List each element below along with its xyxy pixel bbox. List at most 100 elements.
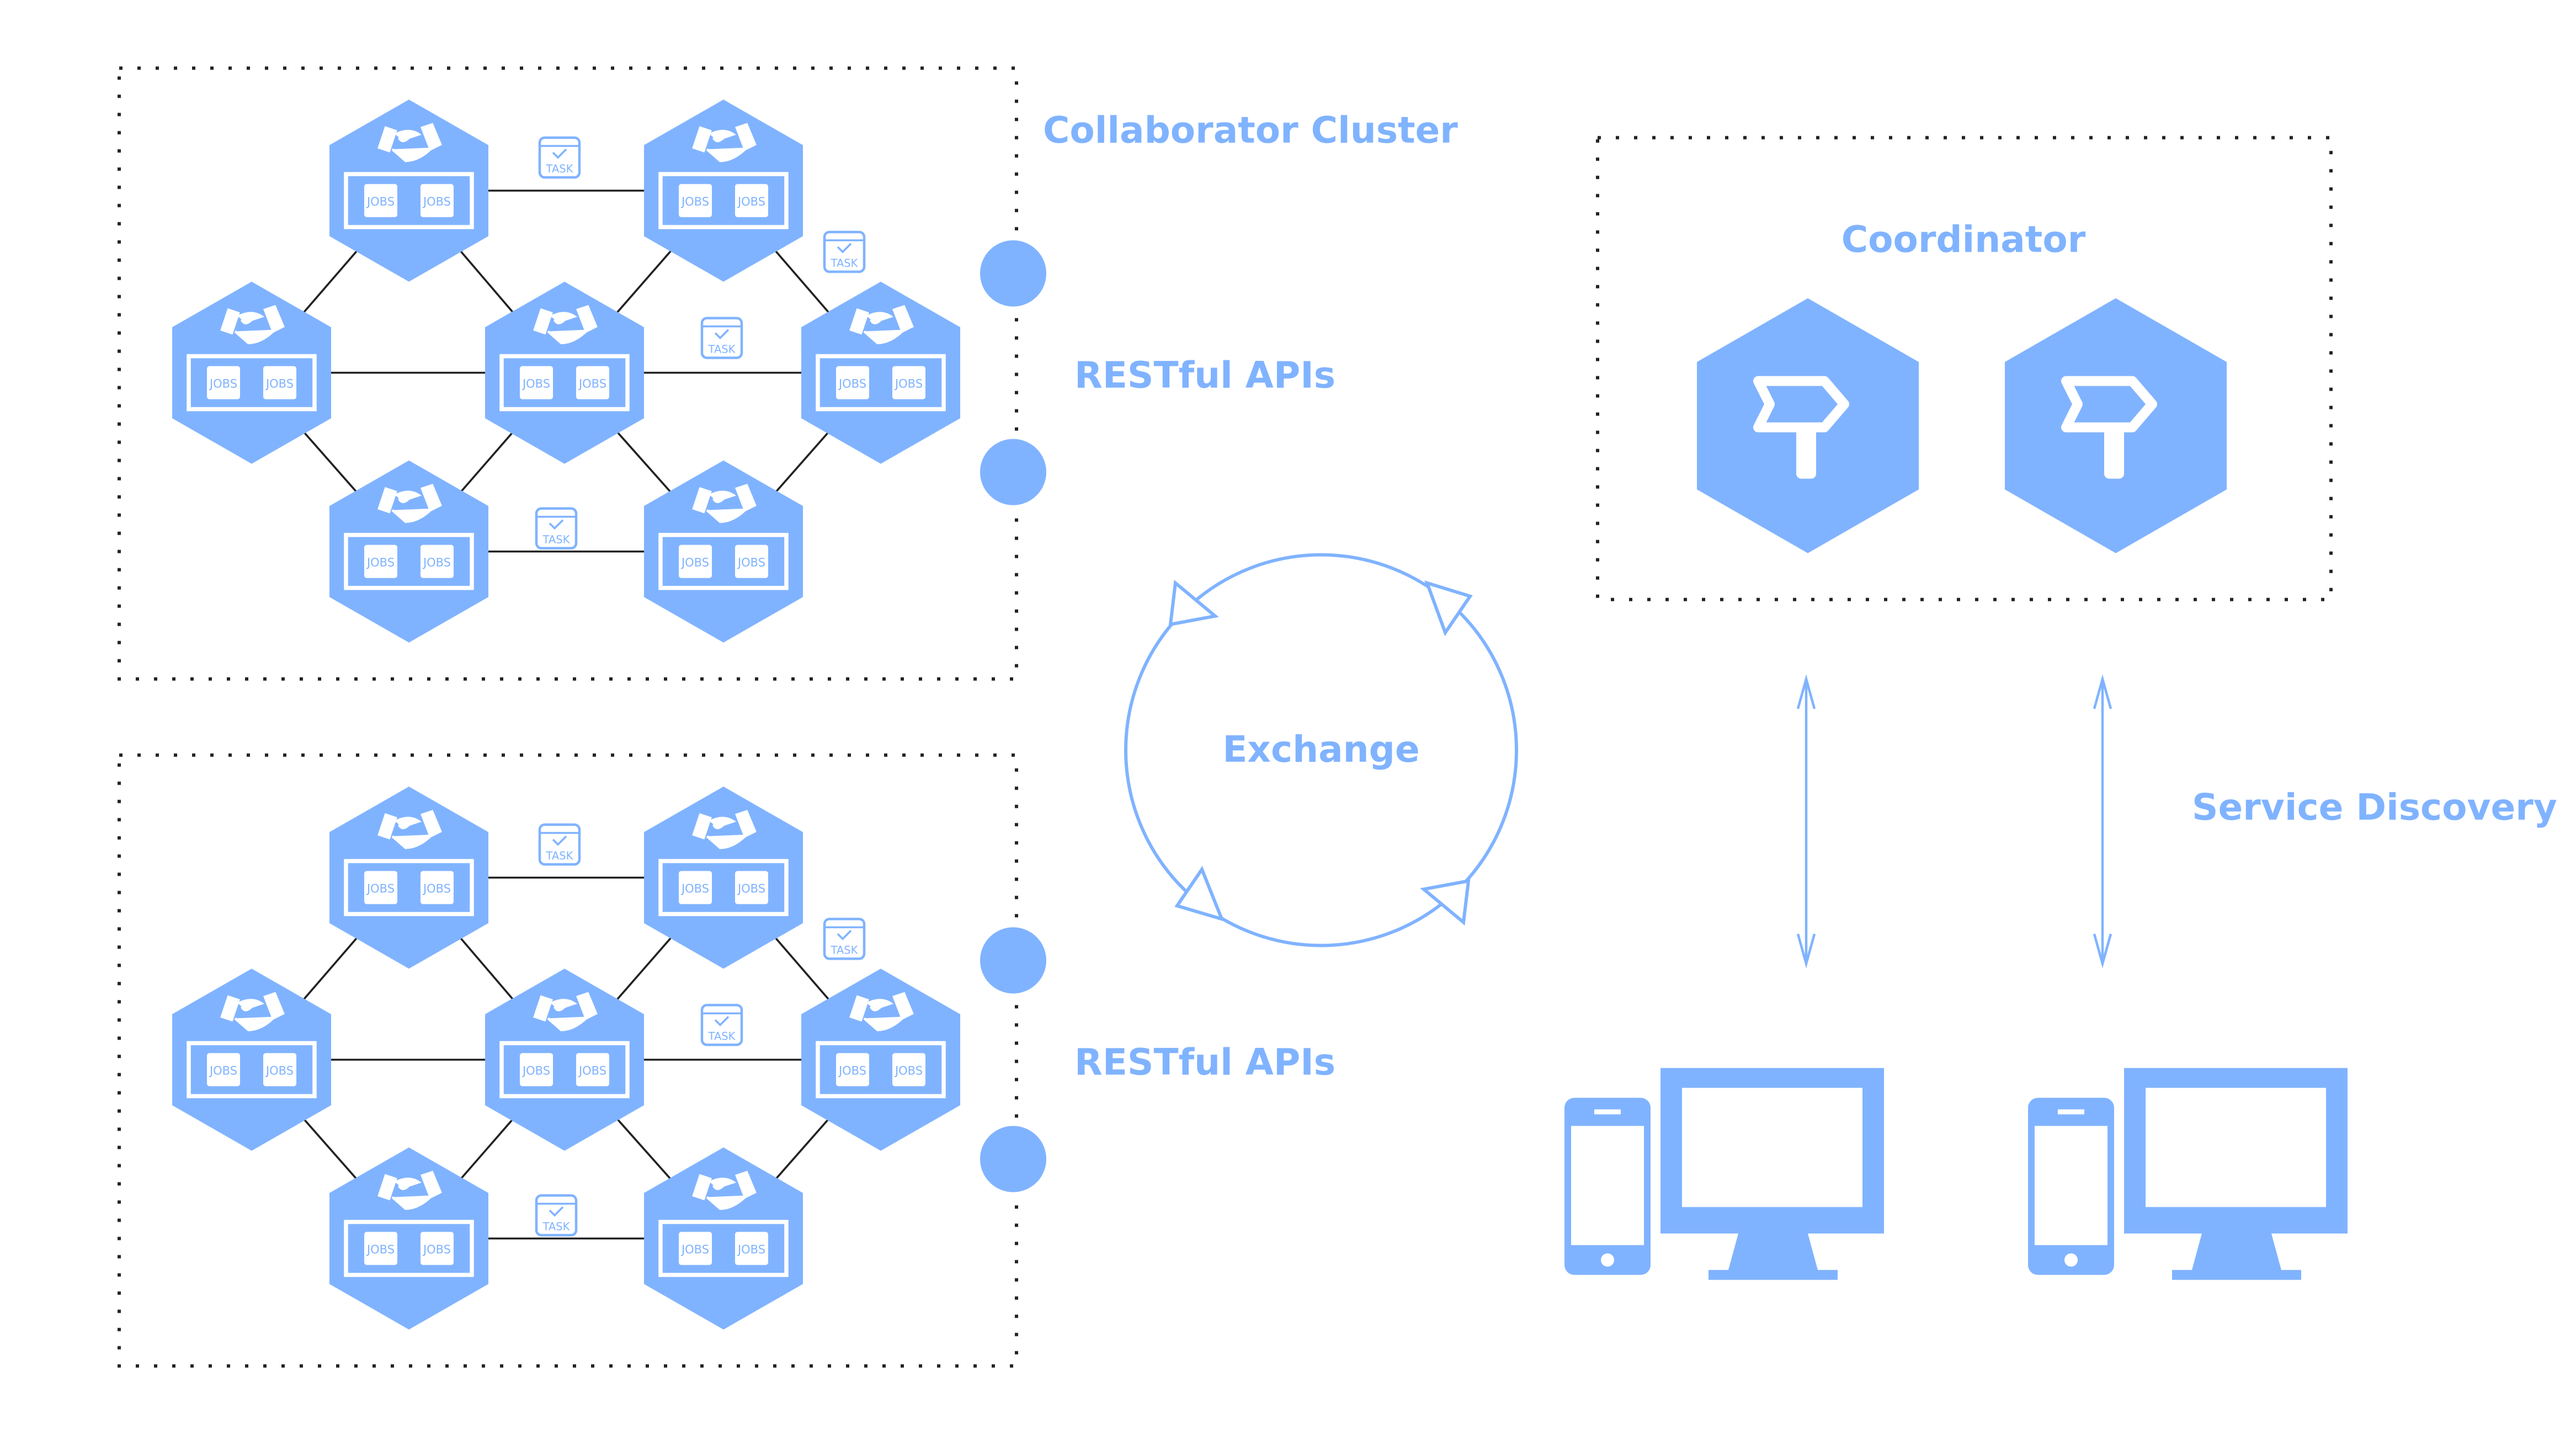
handshake-icon — [377, 809, 442, 849]
task-label: TASK — [546, 163, 574, 175]
handshake-shape — [377, 809, 442, 849]
monitor-screen — [1682, 1088, 1862, 1207]
jobs-label: JOBS — [838, 377, 866, 391]
node-hexagon — [329, 786, 488, 969]
task-label: TASK — [708, 1030, 736, 1043]
jobs-label: JOBS — [366, 556, 395, 569]
handshake-shape — [220, 305, 285, 344]
jobs-panel — [499, 354, 630, 412]
handshake-shape — [692, 1170, 757, 1210]
node-hexagon — [329, 99, 488, 282]
signpost-icon — [2061, 376, 2157, 479]
phone-speaker — [1594, 1109, 1621, 1115]
task-label: TASK — [542, 1221, 571, 1233]
coordinator-box — [1596, 136, 2333, 601]
exchange-circle — [1124, 553, 1518, 947]
jobs-label: JOBS — [737, 1243, 765, 1256]
task-calendar-icon: TASK — [700, 1004, 743, 1046]
handshake-shape — [533, 992, 598, 1031]
check-icon — [549, 1206, 564, 1217]
task-label: TASK — [708, 343, 736, 356]
phone-speaker — [2058, 1109, 2084, 1115]
phone-icon — [2028, 1098, 2114, 1275]
node-hexagon — [329, 460, 488, 643]
service-discovery-label: Service Discovery — [2192, 786, 2557, 829]
task-calendar-icon: TASK — [823, 231, 866, 273]
api-endpoint-dot[interactable] — [980, 1126, 1046, 1192]
check-icon — [552, 835, 567, 846]
task-calendar-icon: TASK — [700, 317, 743, 359]
node-hexagon — [644, 1147, 803, 1330]
arrowhead-icon — [2093, 674, 2112, 968]
coordinator-node — [1697, 298, 1919, 553]
jobs-label: JOBS — [680, 1243, 709, 1256]
arrowhead-icon — [1796, 674, 1816, 968]
phone-screen — [1571, 1126, 1644, 1245]
handshake-icon — [849, 992, 914, 1031]
api-endpoint-dot[interactable] — [980, 927, 1046, 994]
jobs-label: JOBS — [578, 1064, 606, 1078]
handshake-shape — [849, 305, 914, 344]
api-endpoint-dot[interactable] — [980, 240, 1046, 307]
client-devices — [2028, 1068, 2348, 1280]
node-hexagon — [644, 786, 803, 969]
jobs-note-icon — [735, 871, 768, 904]
handshake-icon — [377, 483, 442, 523]
handshake-shape — [692, 122, 757, 162]
handshake-icon — [220, 992, 285, 1031]
jobs-note-icon — [892, 366, 925, 399]
cycle-arrow-icon — [1424, 580, 1473, 637]
task-calendar-icon: TASK — [535, 1194, 578, 1237]
jobs-note-icon — [576, 1053, 609, 1086]
jobs-label: JOBS — [422, 556, 451, 569]
jobs-label: JOBS — [737, 195, 765, 209]
exchange-cycle — [1124, 553, 1518, 947]
node-hexagon — [644, 460, 803, 643]
collaborator-node: JOBS JOBS — [644, 1147, 803, 1330]
jobs-note-icon — [421, 184, 454, 217]
collaborator-cluster-label: Collaborator Cluster — [1043, 109, 1458, 152]
handshake-shape — [377, 1170, 442, 1210]
jobs-note-icon — [207, 1053, 240, 1086]
jobs-label: JOBS — [366, 195, 395, 209]
collaborator-node: JOBS JOBS — [485, 968, 644, 1151]
task-calendar-icon: TASK — [538, 823, 581, 866]
jobs-note-icon — [576, 366, 609, 399]
phone-screen — [2035, 1126, 2107, 1245]
handshake-icon — [692, 483, 757, 523]
handshake-shape — [533, 305, 598, 344]
api-endpoint-dot[interactable] — [980, 439, 1046, 505]
calendar-frame — [823, 918, 866, 960]
jobs-note-icon — [520, 1053, 553, 1086]
node-hexagon — [485, 968, 644, 1151]
jobs-panel — [187, 1041, 317, 1099]
exchange-label: Exchange — [1222, 728, 1419, 771]
handshake-icon — [377, 1170, 442, 1210]
jobs-note-icon — [520, 366, 553, 399]
task-calendar-icon: TASK — [535, 507, 578, 550]
handshake-shape — [377, 122, 442, 162]
node-hexagon — [644, 99, 803, 282]
jobs-label: JOBS — [680, 882, 709, 896]
calendar-frame — [538, 136, 581, 179]
jobs-panel — [344, 859, 474, 917]
jobs-label: JOBS — [265, 1064, 294, 1078]
jobs-note-icon — [207, 366, 240, 399]
handshake-shape — [692, 809, 757, 849]
calendar-frame — [700, 317, 743, 359]
jobs-panel — [344, 532, 474, 590]
calendar-frame — [700, 1004, 743, 1046]
jobs-label: JOBS — [265, 377, 294, 391]
restful-apis-label-2: RESTful APIs — [1074, 1041, 1335, 1084]
jobs-label: JOBS — [422, 195, 451, 209]
jobs-label: JOBS — [521, 1064, 550, 1078]
jobs-note-icon — [836, 1053, 869, 1086]
jobs-note-icon — [892, 1053, 925, 1086]
handshake-shape — [849, 992, 914, 1031]
jobs-label: JOBS — [209, 377, 237, 391]
collaborator-node: JOBS JOBS — [329, 460, 488, 643]
